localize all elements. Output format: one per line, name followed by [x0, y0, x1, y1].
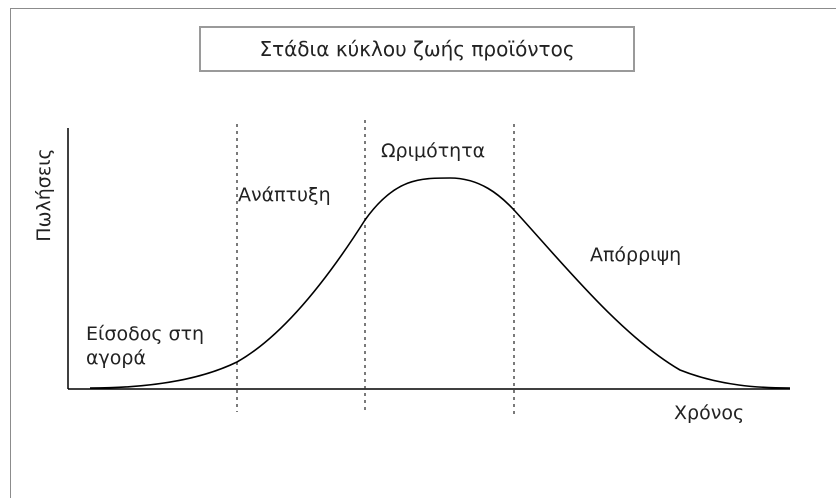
stage-entry-line1: Είσοδος στη — [86, 323, 205, 345]
diagram-title: Στάδια κύκλου ζωής προϊόντος — [199, 26, 635, 72]
stage-maturity-label: Ωριμότητα — [381, 140, 486, 162]
stage-decline-label: Απόρριψη — [590, 244, 682, 266]
x-axis-label: Χρόνος — [674, 402, 745, 424]
y-axis-label: Πωλήσεις — [33, 148, 55, 242]
stage-entry-line2: αγορά — [86, 347, 146, 369]
lifecycle-curve — [89, 177, 791, 389]
stage-growth-label: Ανάπτυξη — [238, 184, 331, 206]
frame-border — [10, 8, 836, 498]
stage-entry-label: Είσοδος στη αγορά — [86, 322, 204, 370]
